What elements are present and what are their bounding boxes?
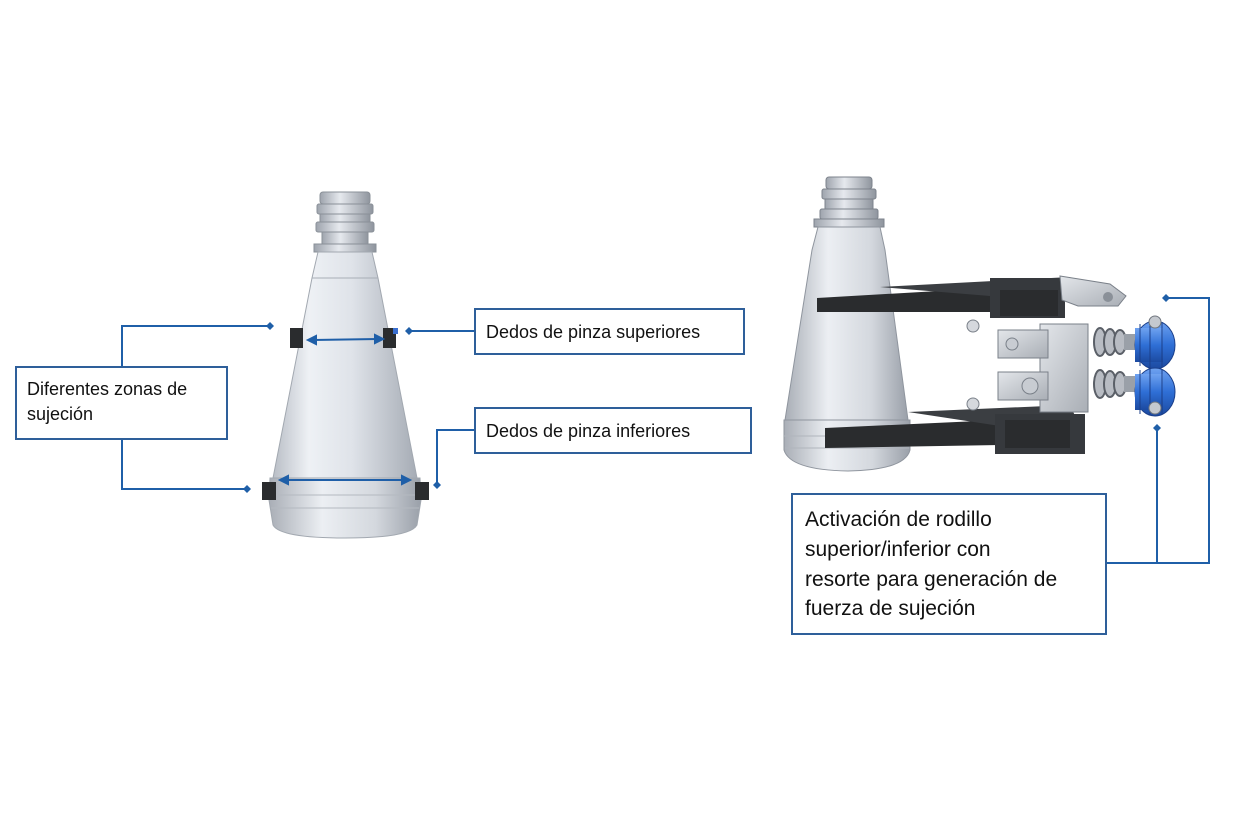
upper-width-arrow [305, 333, 386, 346]
leader-zonas-dot-upper [266, 322, 274, 330]
leader-rodillo-dot-upper [1162, 294, 1170, 302]
leader-superiores-dot [405, 327, 413, 335]
callout-upper-fingers-text: Dedos de pinza superiores [486, 322, 701, 342]
callout-lower-fingers-text: Dedos de pinza inferiores [486, 421, 691, 441]
left-bottle [268, 191, 422, 539]
callout-lower-fingers: Dedos de pinza inferiores [474, 407, 752, 454]
upper-fingers-left [290, 328, 398, 348]
leader-inferiores-dot [433, 481, 441, 489]
leader-inferiores [436, 429, 474, 485]
leader-zonas [121, 325, 270, 490]
callout-roller-activation: Activación de rodillo superior/inferior … [791, 493, 1107, 635]
leader-rodillo [1107, 297, 1210, 564]
upper-roller [1134, 315, 1176, 370]
leader-zonas-dot-lower [243, 485, 251, 493]
lower-width-arrow [277, 474, 413, 486]
lower-roller [1134, 367, 1176, 417]
gripper-mechanism [817, 275, 1136, 454]
lower-fingers-left [262, 482, 429, 500]
leader-rodillo-dot-lower [1153, 424, 1161, 432]
callout-holding-zones: Diferentes zonas de sujeción [15, 366, 228, 440]
callout-holding-zones-text: Diferentes zonas de sujeción [27, 379, 188, 425]
callout-roller-activation-text: Activación de rodillo superior/inferior … [805, 508, 1058, 621]
callout-upper-fingers: Dedos de pinza superiores [474, 308, 745, 355]
